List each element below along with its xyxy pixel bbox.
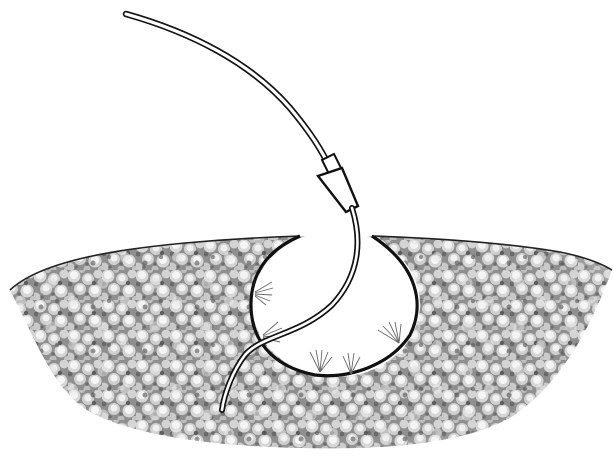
tube-connector bbox=[318, 154, 358, 212]
drain-tube bbox=[126, 14, 332, 172]
